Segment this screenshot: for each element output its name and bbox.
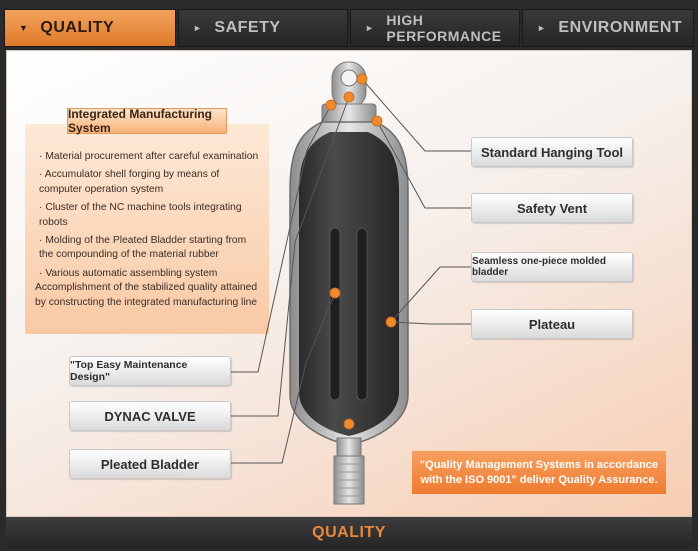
chevron-down-icon: ▼ <box>19 23 29 33</box>
tab-label: ENVIRONMENT <box>558 19 683 36</box>
callout-dot <box>325 99 337 111</box>
hanging-eye <box>331 61 367 109</box>
chevron-right-icon: ► <box>193 23 203 33</box>
tab-safety[interactable]: ► SAFETY <box>178 9 348 47</box>
leader-line <box>390 321 471 325</box>
callout-dot <box>371 115 383 127</box>
chevron-right-icon: ► <box>537 23 547 33</box>
callout-dot <box>343 91 355 103</box>
callout-dot <box>343 418 355 430</box>
leader-line <box>390 266 471 323</box>
label-seamless-bladder[interactable]: Seamless one-piece molded bladder <box>471 252 633 282</box>
info-item: · Material procurement after careful exa… <box>39 151 259 162</box>
leader-line <box>231 292 336 464</box>
leader-line <box>361 78 471 152</box>
bladder-pleat <box>329 227 341 401</box>
tab-bar: ▼ QUALITY ► SAFETY ► HIGH PERFORMANCE ► … <box>4 9 694 49</box>
info-item: · Various automatic assembling system <box>39 267 218 279</box>
tab-high-performance[interactable]: ► HIGH PERFORMANCE <box>350 9 520 47</box>
info-item: · Accumulator shell forging by means of … <box>39 169 220 195</box>
bladder-shape <box>299 132 399 436</box>
callout-dot <box>385 316 397 328</box>
info-item: · Cluster of the NC machine tools integr… <box>39 202 242 228</box>
info-title: Integrated Manufacturing System <box>67 107 227 135</box>
info-item: · Molding of the Pleated Bladder startin… <box>39 235 247 261</box>
info-summary: Accomplishment of the stabilized quality… <box>35 282 258 308</box>
footer-title: QUALITY <box>312 523 386 541</box>
callout-dot <box>356 73 368 85</box>
leader-line <box>376 120 471 209</box>
chevron-right-icon: ► <box>365 23 375 33</box>
info-box: · Material procurement after careful exa… <box>25 124 269 334</box>
label-plateau[interactable]: Plateau <box>471 309 633 339</box>
iso-quality-note-text: "Quality Management Systems in accordanc… <box>419 458 659 486</box>
tab-environment[interactable]: ► ENVIRONMENT <box>522 9 694 47</box>
tab-label: QUALITY <box>40 19 115 36</box>
label-standard-hanging-tool[interactable]: Standard Hanging Tool <box>471 137 633 167</box>
iso-quality-note: "Quality Management Systems in accordanc… <box>412 451 666 494</box>
leader-line <box>231 104 332 373</box>
bottom-valve <box>333 437 365 505</box>
callout-dot <box>329 287 341 299</box>
footer-bar: QUALITY <box>6 517 692 548</box>
tab-label: SAFETY <box>214 19 281 36</box>
label-dynac-valve[interactable]: DYNAC VALVE <box>69 401 231 431</box>
tab-quality[interactable]: ▼ QUALITY <box>4 9 176 47</box>
label-top-easy-maintenance[interactable]: "Top Easy Maintenance Design" <box>69 356 231 386</box>
label-safety-vent[interactable]: Safety Vent <box>471 193 633 223</box>
leader-line <box>231 96 350 417</box>
bladder-pleat <box>356 227 368 401</box>
tab-label: HIGH PERFORMANCE <box>386 12 502 44</box>
label-pleated-bladder[interactable]: Pleated Bladder <box>69 449 231 479</box>
